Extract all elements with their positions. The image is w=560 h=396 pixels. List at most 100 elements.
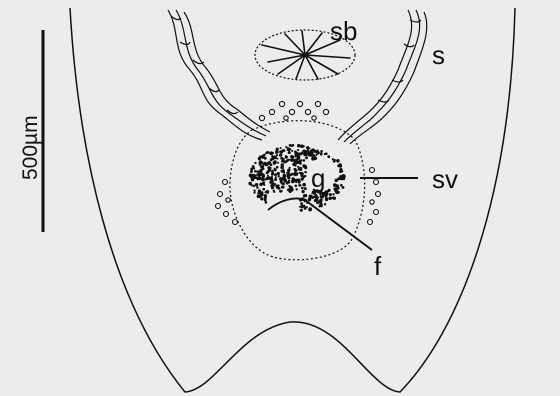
granule-dot <box>300 209 303 212</box>
granule-dot <box>254 162 256 164</box>
granule-dot <box>259 195 262 198</box>
granule-dot <box>280 177 284 181</box>
granule-dot <box>290 159 292 161</box>
granule-dot <box>250 170 253 173</box>
granule-dot <box>261 166 264 169</box>
granule-dot <box>291 155 295 159</box>
granule-dot <box>293 174 295 176</box>
granule-dot <box>311 154 314 157</box>
granule-dot <box>308 197 312 201</box>
granule-dot <box>279 190 282 193</box>
granule-dot <box>264 194 267 197</box>
granule-dot <box>303 159 306 162</box>
granule-dot <box>302 164 306 168</box>
granule-dot <box>287 169 290 172</box>
granule-dot <box>291 144 294 147</box>
granule-dot <box>283 171 285 173</box>
granule-dot <box>279 153 282 156</box>
granule-dot <box>275 150 279 154</box>
granule-dot <box>255 183 259 187</box>
granule-dot <box>252 165 255 168</box>
right-vesicle-cells <box>368 168 381 225</box>
granule-dot <box>253 185 256 188</box>
granule-dot <box>248 182 251 185</box>
granule-dot <box>322 195 325 198</box>
granule-dot <box>274 168 277 171</box>
granule-dot <box>286 171 290 175</box>
label-sb: sb <box>330 16 357 46</box>
granule-dot <box>271 170 274 173</box>
granule-dot <box>319 204 322 207</box>
left-strand-bundle <box>168 10 270 140</box>
granule-dot <box>277 172 280 175</box>
granule-dot <box>324 203 326 205</box>
granule-dot <box>320 152 322 154</box>
granule-dot <box>299 167 302 170</box>
granule-dot <box>259 183 262 186</box>
granule-dot <box>283 149 286 152</box>
granule-dot <box>276 148 279 151</box>
granule-dot <box>271 176 273 178</box>
granule-dot <box>273 191 275 193</box>
granule-dot <box>299 206 301 208</box>
granule-dot <box>281 182 284 185</box>
granule-dot <box>304 187 307 190</box>
granule-dot <box>337 165 340 168</box>
upper-vesicle-cells <box>259 101 328 120</box>
granule-dot <box>280 166 283 169</box>
granule-dot <box>304 194 307 197</box>
granule-dot <box>281 186 284 189</box>
granule-dot <box>259 192 262 195</box>
granule-dot <box>295 188 297 190</box>
granule-mass <box>248 144 345 212</box>
granule-dot <box>267 176 271 180</box>
label-sv: sv <box>432 164 458 194</box>
granule-dot <box>269 151 273 155</box>
granule-dot <box>303 150 306 153</box>
granule-dot <box>263 181 265 183</box>
granule-dot <box>259 164 261 166</box>
granule-dot <box>305 156 308 159</box>
granule-dot <box>309 207 312 210</box>
granule-dot <box>297 166 299 168</box>
granule-dot <box>275 176 277 178</box>
granule-dot <box>300 159 302 161</box>
granule-dot <box>273 156 276 159</box>
granule-dot <box>327 190 329 192</box>
granule-dot <box>260 169 262 171</box>
label-g: g <box>311 163 325 193</box>
granule-dot <box>280 157 283 160</box>
f-leader-line <box>305 200 372 250</box>
label-s: s <box>432 40 445 70</box>
granule-dot <box>281 160 283 162</box>
granule-dot <box>319 198 322 201</box>
granule-dot <box>294 150 297 153</box>
granule-dot <box>336 159 340 163</box>
body-outline <box>70 8 515 392</box>
granule-dot <box>258 157 261 160</box>
granule-dot <box>296 161 300 165</box>
granule-dot <box>295 169 298 172</box>
granule-dot <box>333 197 335 199</box>
granule-dot <box>303 153 306 156</box>
label-f: f <box>374 251 382 281</box>
granule-dot <box>276 158 278 160</box>
granule-dot <box>254 170 257 173</box>
granule-dot <box>289 167 291 169</box>
granule-dot <box>320 150 323 153</box>
granule-dot <box>325 152 328 155</box>
granule-dot <box>312 148 315 151</box>
granule-dot <box>295 163 297 165</box>
granule-dot <box>293 179 296 182</box>
granule-dot <box>253 190 255 192</box>
granule-dot <box>340 184 343 187</box>
granule-dot <box>289 186 293 190</box>
granule-dot <box>301 152 303 154</box>
granule-dot <box>335 191 338 194</box>
granule-dot <box>267 151 269 153</box>
granule-dot <box>257 171 259 173</box>
granule-dot <box>333 160 336 163</box>
granule-dot <box>256 186 259 189</box>
granule-dot <box>260 197 263 200</box>
granule-dot <box>286 181 289 184</box>
